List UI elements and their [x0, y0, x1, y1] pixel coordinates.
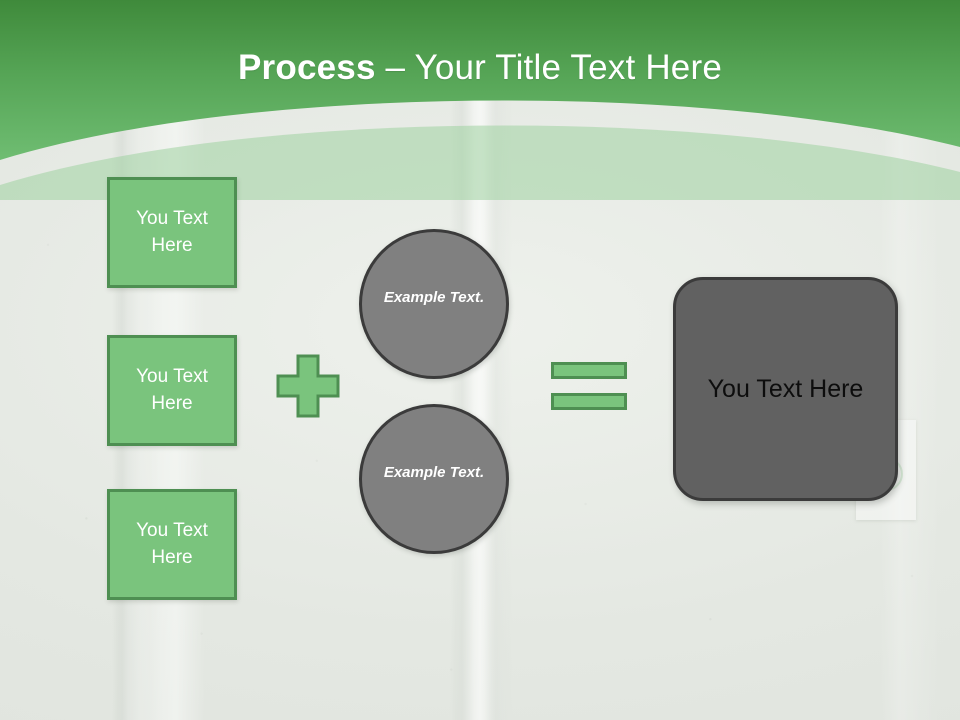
page-title-rest: – Your Title Text Here [375, 48, 722, 87]
equals-bar-bottom [551, 393, 627, 410]
equals-bar-top [551, 362, 627, 379]
page-title: Process – Your Title Text Here [0, 48, 960, 88]
result-box-label: You Text Here [707, 374, 864, 403]
example-circle-1-label: Example Text. [383, 289, 485, 307]
input-box-3[interactable]: You Text Here [107, 489, 237, 600]
input-box-2[interactable]: You Text Here [107, 335, 237, 446]
input-box-1[interactable]: You Text Here [107, 177, 237, 288]
equals-icon [551, 362, 627, 410]
example-circle-2-label: Example Text. [383, 464, 485, 482]
slide-header-banner [0, 0, 960, 200]
input-box-3-label: You Text Here [136, 519, 208, 568]
input-box-1-label: You Text Here [136, 207, 208, 256]
example-circle-1[interactable]: Example Text. [359, 229, 509, 379]
page-title-bold: Process [238, 48, 376, 87]
result-box[interactable]: You Text Here [673, 277, 898, 501]
header-arc-band [0, 125, 960, 200]
input-box-2-label: You Text Here [136, 365, 208, 414]
plus-icon [276, 354, 340, 418]
header-fill [0, 0, 960, 160]
example-circle-2[interactable]: Example Text. [359, 404, 509, 554]
